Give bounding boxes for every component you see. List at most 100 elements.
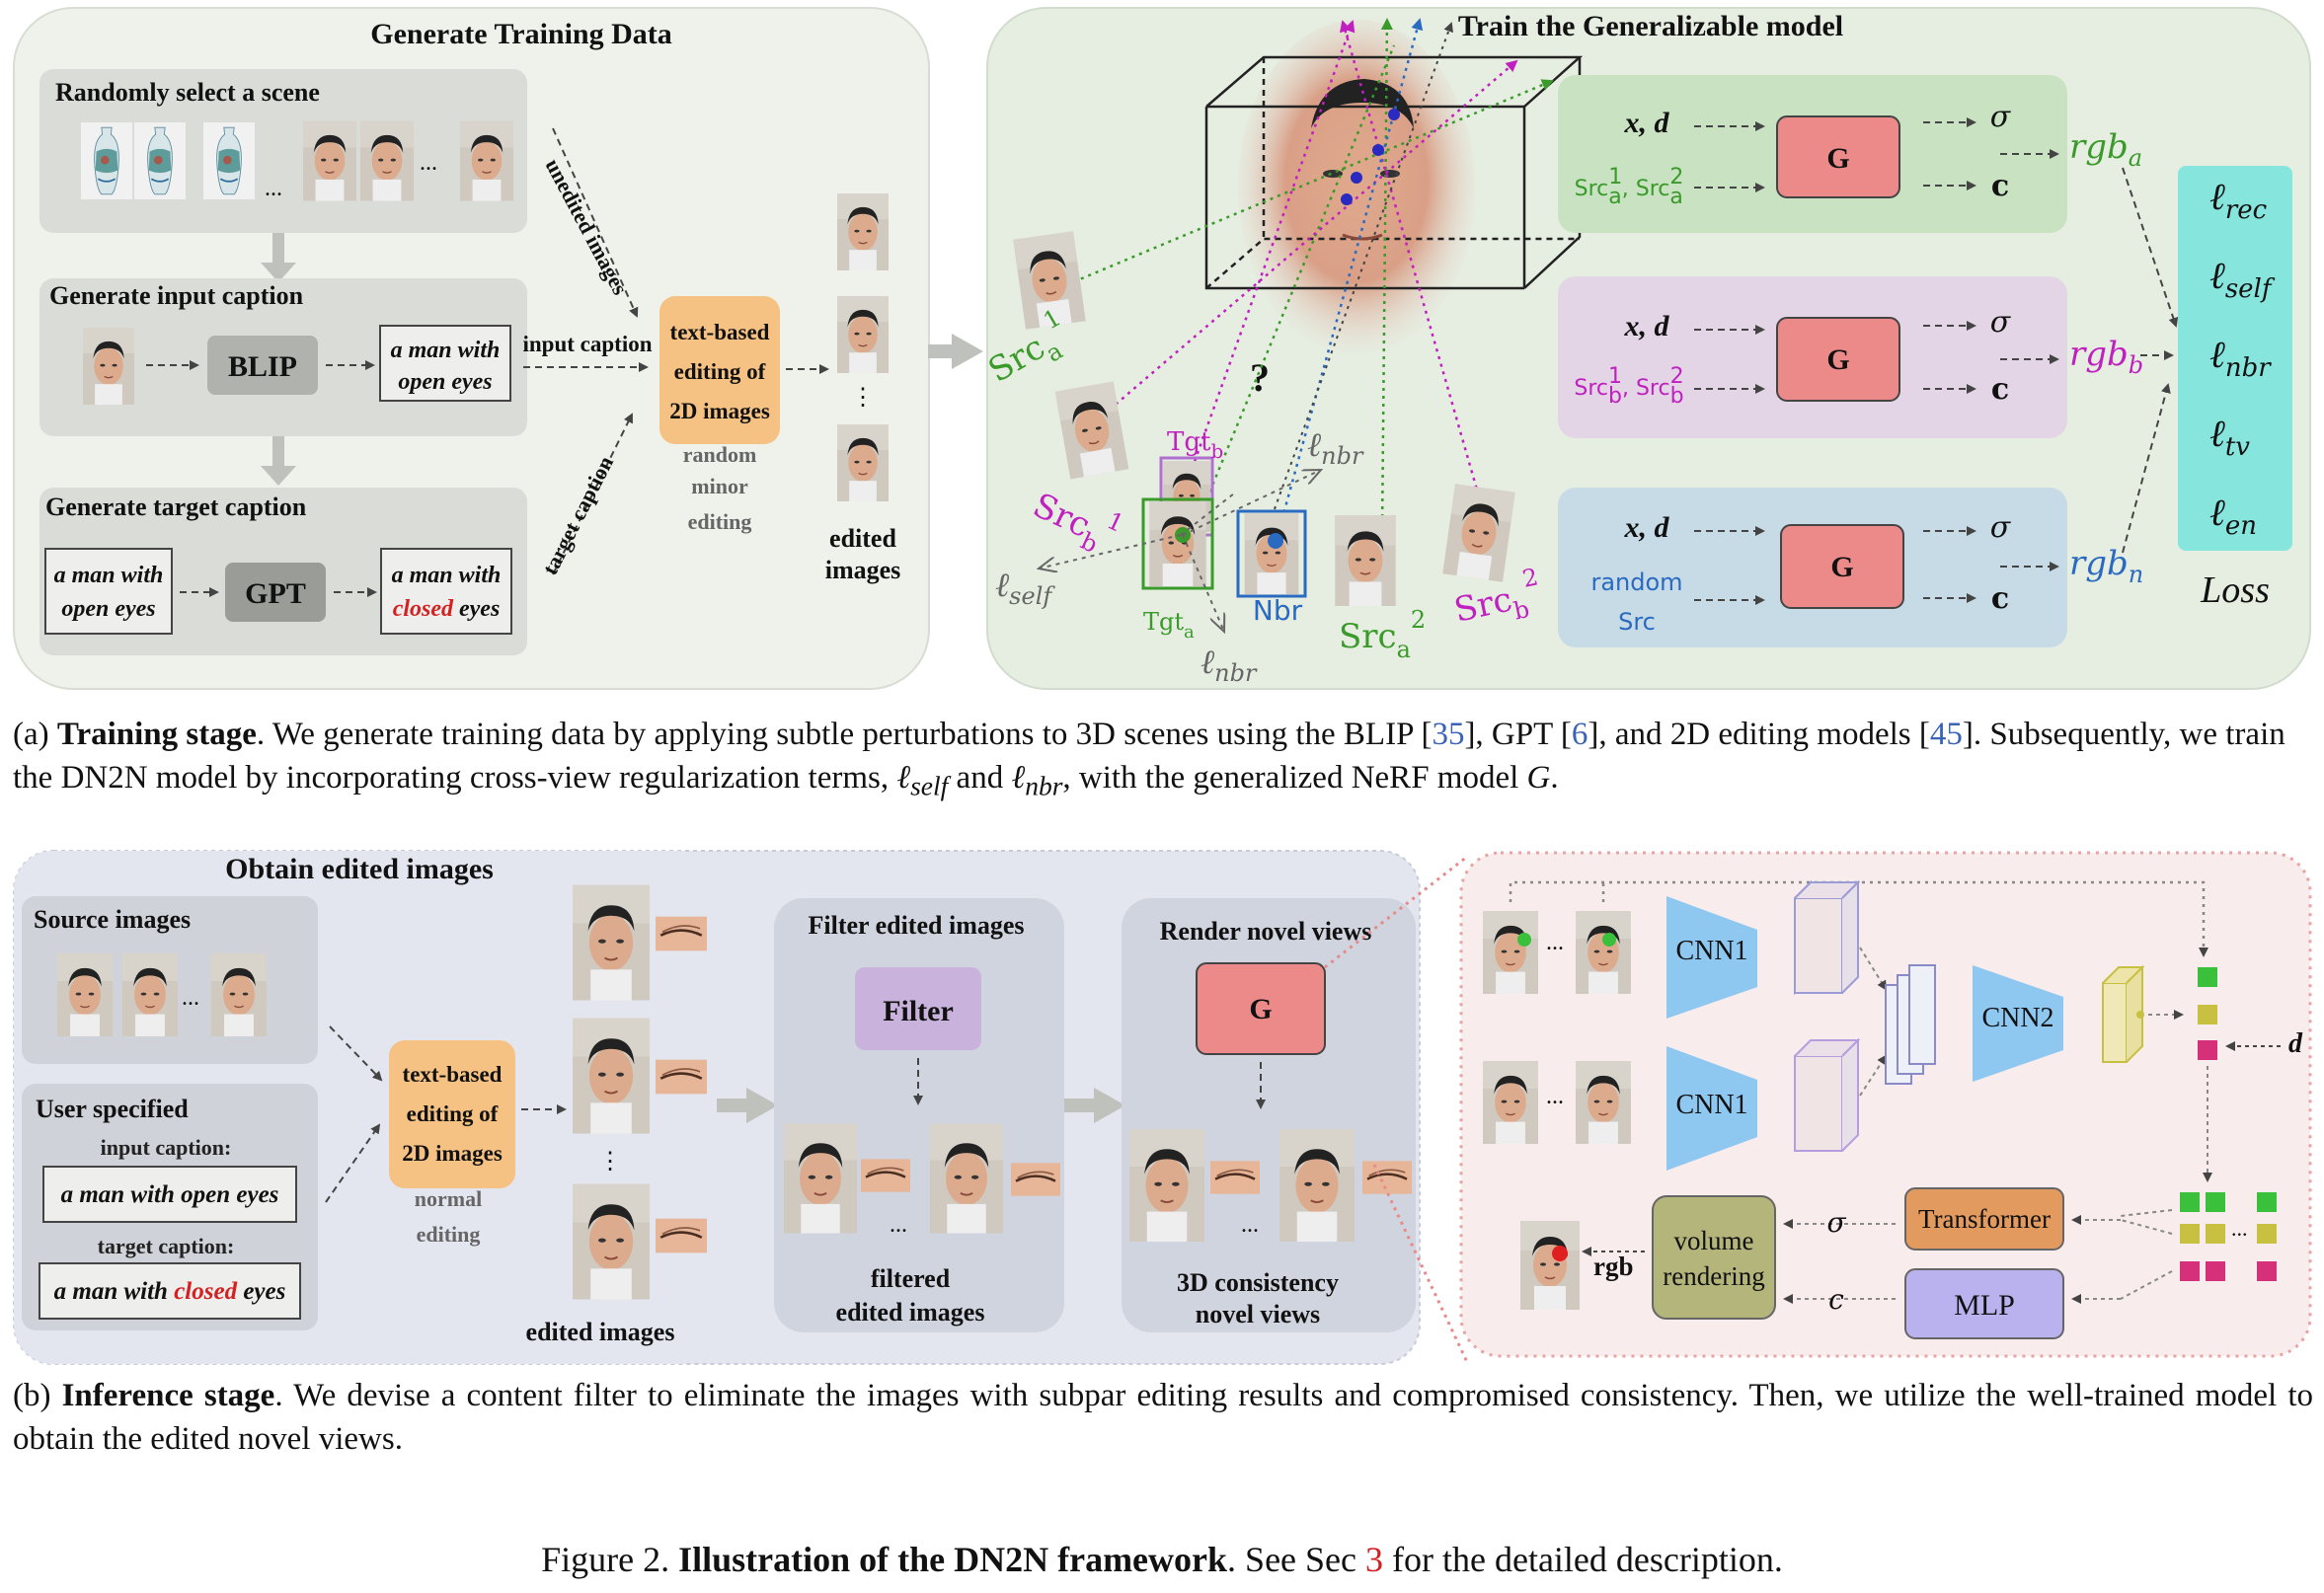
detail-face-1 [1483, 910, 1538, 995]
inference-eye-2 [656, 1057, 707, 1097]
normal-editing-1: normal [415, 1186, 482, 1211]
inference-editing-1: text-based [403, 1062, 503, 1087]
detail-point-1 [1517, 933, 1531, 947]
ray-green-2 [1187, 44, 1396, 544]
input-caption-text-1: a man with [391, 338, 501, 363]
target-caption-title: Generate target caption [45, 493, 307, 521]
inference-edited-3 [573, 1182, 650, 1301]
rgb-output-label: rgb [1593, 1252, 1634, 1281]
tgt-b-label: Tgtb [1167, 427, 1223, 463]
loss-label: Loss [2200, 569, 2270, 611]
train-model-title: Train the Generalizable model [1458, 10, 1843, 42]
token-dots: ... [2231, 1216, 2248, 1241]
ray-green-1 [1044, 79, 1554, 296]
l-nbr-label-top: ℓnbr [1307, 425, 1364, 470]
mlp-box [1904, 1268, 2064, 1339]
row-a-g-box [1776, 115, 1900, 198]
target-input-text-2: open eyes [61, 596, 155, 622]
inference-editing-box [389, 1040, 515, 1188]
inference-edited-2 [573, 1017, 650, 1135]
detail-dots-2: ... [1546, 1084, 1564, 1109]
ref-6[interactable]: 6 [1571, 717, 1588, 752]
sample-point-1 [1388, 109, 1400, 120]
nbr-label: Nbr [1253, 594, 1303, 627]
src-a2-image [1334, 515, 1397, 606]
ref-sec-3[interactable]: 3 [1365, 1540, 1384, 1579]
transformer-box [1904, 1187, 2064, 1251]
target-input-text-box [44, 548, 173, 635]
ref-35[interactable]: 35 [1432, 717, 1465, 752]
blip-label: BLIP [228, 350, 297, 383]
volume-rendering-box [1652, 1195, 1776, 1320]
novel-eye-1 [1210, 1159, 1260, 1196]
ray-blue-1 [1274, 18, 1424, 544]
scene-dots-2: ... [420, 150, 437, 176]
l-nbr-arrow-up [1182, 470, 1321, 536]
rgb-output-point [1552, 1246, 1568, 1261]
target-caption-label: target caption: [98, 1234, 235, 1258]
nerf-cube [1204, 20, 1584, 355]
row-n-g-box [1780, 524, 1904, 609]
input-caption-label: input caption: [101, 1135, 232, 1160]
caption-inference-bold: Inference stage [61, 1378, 275, 1413]
novel-eye-2 [1362, 1159, 1412, 1196]
input-caption-text-box [379, 325, 511, 402]
ref-45[interactable]: 45 [1929, 717, 1963, 752]
filter-label: Filter [883, 995, 954, 1027]
inference-eye-3 [656, 1216, 707, 1255]
render-title: Render novel views [1160, 917, 1372, 946]
input-caption-arrow-label: input caption [522, 332, 652, 356]
inference-edited-1 [573, 883, 650, 1002]
gpt-box [225, 563, 326, 622]
volume-label-2: rendering [1663, 1261, 1764, 1291]
ray-green-3 [1380, 18, 1393, 534]
face-image-1 [303, 119, 356, 202]
filtered-face-1 [784, 1122, 857, 1235]
sample-point-3 [1351, 172, 1362, 184]
consistency-label-1: 3D consistency [1177, 1268, 1339, 1297]
cnn1-top-label: CNN1 [1675, 936, 1747, 966]
row-a-sigma: σ [1990, 100, 2012, 134]
volume-label-1: volume [1674, 1226, 1754, 1255]
cnn2-output [2102, 982, 2128, 1063]
vase-image-1 [81, 121, 132, 200]
tgt-a-image [1148, 501, 1207, 586]
filter-title: Filter edited images [808, 911, 1024, 940]
inference-eye-1 [656, 914, 707, 953]
row-a-xd: x, d [1624, 107, 1670, 139]
random-minor-editing-2: minor [691, 474, 748, 498]
row-n-src: Src [1618, 608, 1656, 636]
l-nbr-label-bottom: ℓnbr [1201, 643, 1258, 687]
sample-point-4 [1341, 193, 1353, 205]
rgb-n-label: rgbn [2069, 544, 2143, 588]
l-self-label: ℓself [995, 566, 1055, 610]
feature-pink [2198, 1040, 2217, 1060]
source-face-1 [57, 952, 113, 1037]
token-grid [2180, 1192, 2277, 1281]
stacked-features [1885, 964, 1936, 1085]
rgb-a-label: rgba [2069, 127, 2142, 172]
target-caption-value: a man with closed eyes [54, 1278, 286, 1305]
transformer-label: Transformer [1918, 1204, 2051, 1234]
closed-word-inference: closed [174, 1278, 237, 1305]
text-editing-label-1: text-based [670, 320, 770, 344]
rgb-output-face [1520, 1220, 1580, 1311]
select-scene-label: Randomly select a scene [55, 78, 320, 107]
edited-images-label-1: edited [829, 524, 896, 553]
caption-inference-stage: (b) Inference stage. We devise a content… [13, 1378, 2313, 1457]
source-dots: ... [182, 985, 199, 1011]
novel-view-2 [1279, 1127, 1355, 1244]
filtered-eye-1 [861, 1157, 910, 1194]
loss-term-nbr: ℓnbr [2209, 333, 2272, 383]
figure-caption-bold: Illustration of the DN2N framework [678, 1540, 1228, 1579]
target-input-text-1: a man with [54, 563, 164, 588]
render-g-box [1196, 962, 1326, 1055]
filtered-label-1: filtered [871, 1264, 951, 1293]
row-b-xd: x, d [1624, 310, 1670, 342]
cnn2 [1973, 965, 2063, 1082]
tgt-a-label: Tgta [1143, 608, 1195, 643]
ray-magenta-3 [1339, 20, 1483, 504]
